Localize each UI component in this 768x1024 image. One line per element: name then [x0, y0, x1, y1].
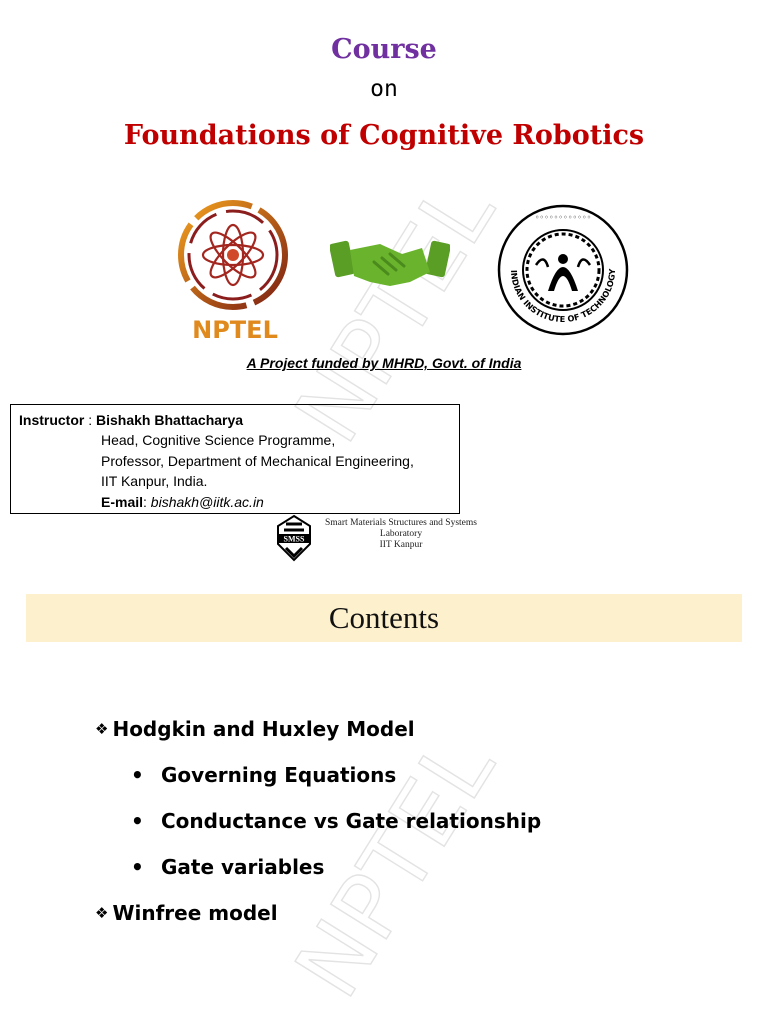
course-heading: Course	[331, 34, 437, 65]
list-item-text: Governing Equations	[161, 763, 397, 787]
list-item-text: Gate variables	[161, 855, 325, 879]
list-item: • Governing Equations	[131, 763, 396, 787]
instructor-name: Bishakh Bhattacharya	[96, 412, 244, 428]
funding-note: A Project funded by MHRD, Govt. of India	[246, 355, 522, 371]
list-item: • Conductance vs Gate relationship	[131, 809, 541, 833]
instructor-separator: :	[84, 412, 97, 428]
email-label: E-mail	[101, 493, 144, 510]
instructor-box: Instructor : Bishakh Bhattacharya Head, …	[10, 404, 460, 514]
bullet-icon: •	[131, 809, 144, 833]
course-title: Foundations of Cognitive Robotics	[123, 120, 645, 151]
bullet-icon: •	[131, 763, 144, 787]
contents-banner: Contents	[26, 594, 742, 642]
bullet-icon: •	[131, 855, 144, 879]
list-item: • Gate variables	[131, 855, 324, 879]
instructor-affiliation: IIT Kanpur, India.	[101, 473, 208, 489]
svg-text:◦◦◦◦◦◦◦◦◦◦◦◦: ◦◦◦◦◦◦◦◦◦◦◦◦	[535, 213, 592, 222]
instructor-position: Professor, Department of Mechanical Engi…	[101, 452, 414, 469]
diamond-bullet-icon: ❖	[95, 720, 109, 738]
handshake-icon	[330, 240, 450, 286]
on-text: on	[370, 76, 398, 102]
nptel-watermark: NPTEL	[275, 720, 516, 1016]
smss-line-2: Laboratory	[379, 529, 423, 539]
svg-text:NPTEL: NPTEL	[192, 316, 278, 344]
smss-line-1: Smart Materials Structures and Systems	[325, 518, 477, 528]
nptel-logo: NPTEL	[178, 200, 288, 344]
diamond-bullet-icon: ❖	[95, 904, 109, 922]
smss-lab-name: Smart Materials Structures and Systems L…	[316, 518, 486, 551]
contents-heading: Contents	[328, 600, 440, 635]
instructor-email-line: E-mail: bishakh@iitk.ac.in	[101, 493, 264, 510]
smss-lab-logo: SMSS Smart Materials Structures and Syst…	[274, 514, 494, 562]
smss-line-3: IIT Kanpur	[379, 540, 423, 550]
nptel-watermark: NPTEL	[275, 165, 516, 461]
list-item-text: Winfree model	[112, 901, 278, 925]
list-item-text: Hodgkin and Huxley Model	[112, 717, 415, 741]
instructor-role: Head, Cognitive Science Programme,	[101, 432, 336, 448]
email-link[interactable]: bishakh@iitk.ac.in	[150, 493, 264, 510]
list-item: ❖Winfree model	[95, 901, 278, 925]
iitk-logo: INDIAN INSTITUTE OF TECHNOLOGY KANPUR ◦◦…	[496, 203, 629, 336]
list-item-text: Conductance vs Gate relationship	[161, 809, 542, 833]
smss-emblem-icon: SMSS	[277, 514, 311, 562]
instructor-details: Head, Cognitive Science Programme, Profe…	[101, 430, 414, 512]
list-item: ❖Hodgkin and Huxley Model	[95, 717, 415, 741]
instructor-label: Instructor	[19, 412, 85, 428]
instructor-line: Instructor : Bishakh Bhattacharya	[19, 410, 243, 431]
svg-text:SMSS: SMSS	[284, 535, 305, 544]
